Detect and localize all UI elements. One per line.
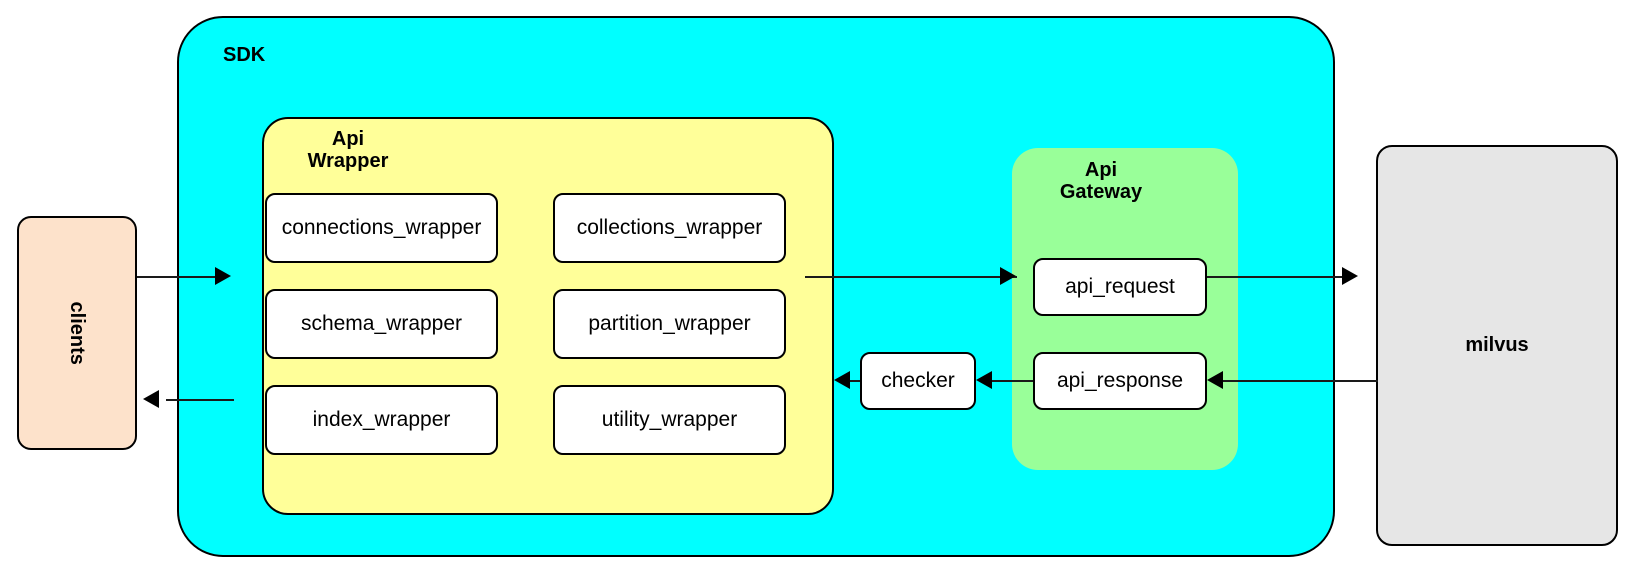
- node-index-wrapper-label: index_wrapper: [312, 408, 451, 432]
- node-schema-wrapper: schema_wrapper: [265, 289, 498, 359]
- node-connections-wrapper: connections_wrapper: [265, 193, 498, 263]
- edge-api-wrapper-to-clients-arrow: [143, 390, 159, 408]
- node-schema-wrapper-label: schema_wrapper: [300, 312, 463, 336]
- node-checker-label: checker: [881, 369, 955, 393]
- node-api-response-label: api_response: [1056, 369, 1184, 393]
- node-milvus-label: milvus: [1465, 334, 1529, 357]
- node-partition-wrapper-label: partition_wrapper: [588, 312, 751, 336]
- node-api-response: api_response: [1033, 352, 1207, 410]
- node-utility-wrapper: utility_wrapper: [553, 385, 786, 455]
- edge-clients-to-api-wrapper-arrow: [215, 267, 231, 285]
- edge-api-wrapper-to-api-request-line: [805, 276, 1017, 278]
- edge-api-wrapper-to-clients-line: [166, 399, 234, 401]
- node-api-request: api_request: [1033, 258, 1207, 316]
- edge-checker-to-api-wrapper-arrow: [834, 371, 850, 389]
- node-collections-wrapper-label: collections_wrapper: [576, 216, 763, 240]
- node-clients: clients: [17, 216, 137, 450]
- node-clients-label: clients: [66, 301, 89, 365]
- edge-api-response-to-checker-line: [991, 380, 1033, 382]
- node-api-request-label: api_request: [1065, 275, 1175, 299]
- edge-api-wrapper-to-api-request-arrow: [1000, 267, 1016, 285]
- node-checker: checker: [860, 352, 976, 410]
- edge-api-response-to-checker-arrow: [976, 371, 992, 389]
- container-api-gateway-label: Api Gateway: [1059, 159, 1143, 204]
- container-sdk-label: SDK: [223, 44, 266, 66]
- edge-api-request-to-milvus-arrow: [1342, 267, 1358, 285]
- node-index-wrapper: index_wrapper: [265, 385, 498, 455]
- container-api-wrapper-label: Api Wrapper: [307, 128, 389, 173]
- edge-milvus-to-api-response-line: [1222, 380, 1378, 382]
- node-collections-wrapper: collections_wrapper: [553, 193, 786, 263]
- edge-clients-to-api-wrapper-line: [137, 276, 219, 278]
- edge-milvus-to-api-response-arrow: [1207, 371, 1223, 389]
- node-partition-wrapper: partition_wrapper: [553, 289, 786, 359]
- node-connections-wrapper-label: connections_wrapper: [281, 216, 482, 240]
- edge-api-request-to-milvus-line: [1207, 276, 1353, 278]
- edge-checker-to-api-wrapper-line: [849, 380, 860, 382]
- node-milvus: milvus: [1376, 145, 1618, 546]
- node-utility-wrapper-label: utility_wrapper: [601, 408, 738, 432]
